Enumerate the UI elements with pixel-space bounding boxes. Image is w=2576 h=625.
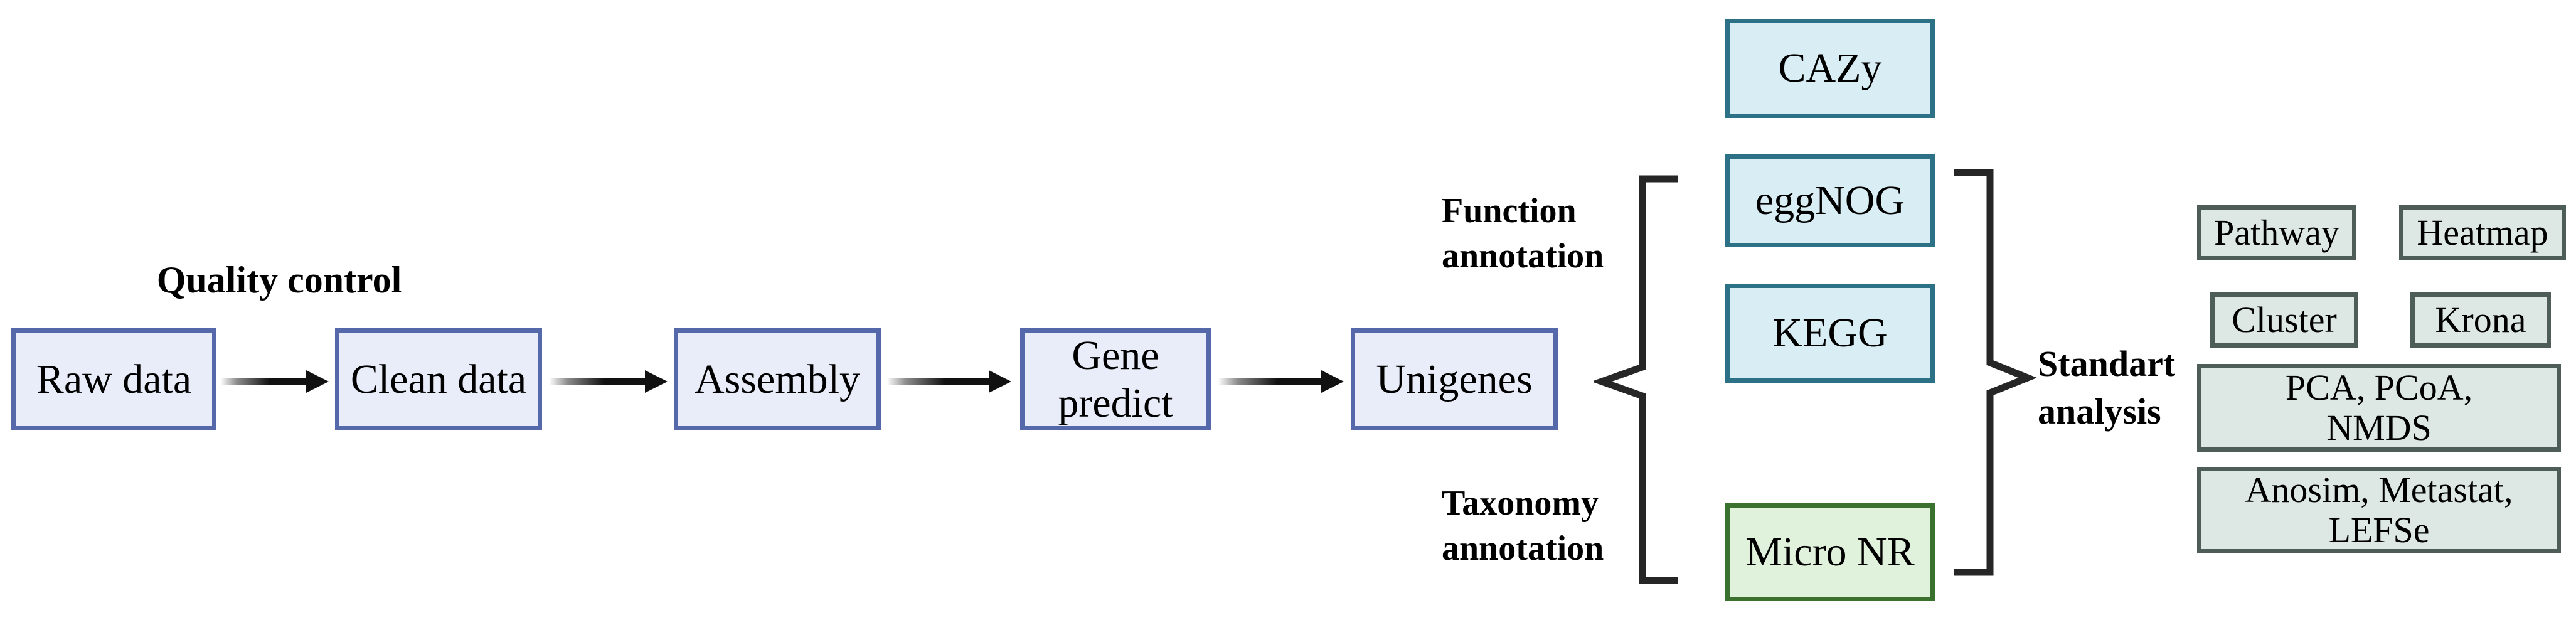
gene-predict-label: Gene predict bbox=[1058, 332, 1173, 426]
micro-nr-label: Micro NR bbox=[1745, 529, 1915, 575]
flow-arrow-icon-3 bbox=[887, 368, 1011, 395]
pathway-box: Pathway bbox=[2197, 205, 2356, 260]
krona-box: Krona bbox=[2410, 292, 2551, 348]
assembly-box: Assembly bbox=[674, 328, 881, 430]
taxonomy-annotation-line2: annotation bbox=[1442, 529, 1604, 568]
arrow-head bbox=[645, 370, 668, 393]
flow-arrow-icon-4 bbox=[1218, 368, 1344, 395]
eggnog-box: eggNOG bbox=[1725, 154, 1935, 247]
arrow-head bbox=[1321, 370, 1344, 393]
unigenes-box: Unigenes bbox=[1351, 328, 1558, 430]
arrow-head bbox=[989, 370, 1011, 393]
arrow-shaft bbox=[887, 378, 993, 385]
cluster-label: Cluster bbox=[2232, 299, 2337, 340]
stats-label-line1: Anosim, Metastat, bbox=[2245, 469, 2513, 510]
standart-analysis-line2: analysis bbox=[2038, 391, 2161, 432]
cazy-box: CAZy bbox=[1725, 19, 1935, 118]
flow-arrow-icon-2 bbox=[550, 368, 668, 395]
right-brace-icon bbox=[1954, 169, 2037, 576]
ordination-box: PCA, PCoA, NMDS bbox=[2197, 364, 2561, 452]
kegg-box: KEGG bbox=[1725, 284, 1935, 383]
flow-arrow-icon-1 bbox=[221, 368, 329, 395]
krona-label: Krona bbox=[2435, 299, 2526, 340]
micro-nr-box: Micro NR bbox=[1725, 503, 1935, 601]
heatmap-box: Heatmap bbox=[2399, 205, 2566, 260]
kegg-label: KEGG bbox=[1772, 310, 1888, 356]
standart-analysis-line1: Standart bbox=[2038, 343, 2176, 384]
arrow-shaft bbox=[550, 378, 649, 385]
arrow-head bbox=[306, 370, 329, 393]
arrow-shaft bbox=[221, 378, 310, 385]
taxonomy-annotation-label: Taxonomy annotation bbox=[1442, 481, 1604, 571]
standart-analysis-label: Standart analysis bbox=[2038, 340, 2175, 435]
left-brace-icon bbox=[1594, 175, 1678, 584]
ordination-label-line1: PCA, PCoA, bbox=[2285, 367, 2473, 408]
raw-data-label: Raw data bbox=[36, 356, 192, 402]
clean-data-label: Clean data bbox=[350, 356, 527, 402]
function-annotation-line2: annotation bbox=[1442, 237, 1604, 275]
clean-data-box: Clean data bbox=[335, 328, 542, 430]
function-annotation-label: Function annotation bbox=[1442, 188, 1604, 279]
gene-predict-box: Gene predict bbox=[1020, 328, 1211, 430]
heatmap-label: Heatmap bbox=[2417, 212, 2548, 253]
quality-control-label: Quality control bbox=[156, 259, 402, 301]
assembly-label: Assembly bbox=[695, 356, 860, 402]
eggnog-label: eggNOG bbox=[1755, 178, 1905, 223]
cluster-box: Cluster bbox=[2210, 292, 2358, 348]
ordination-label-line2: NMDS bbox=[2326, 407, 2432, 448]
arrow-shaft bbox=[1218, 378, 1325, 385]
unigenes-label: Unigenes bbox=[1376, 356, 1533, 402]
raw-data-box: Raw data bbox=[11, 328, 216, 430]
function-annotation-line1: Function bbox=[1442, 191, 1577, 230]
taxonomy-annotation-line1: Taxonomy bbox=[1442, 484, 1599, 523]
pathway-label: Pathway bbox=[2214, 212, 2339, 253]
cazy-label: CAZy bbox=[1778, 45, 1882, 91]
stats-label-line2: LEFSe bbox=[2328, 510, 2430, 550]
stats-box: Anosim, Metastat, LEFSe bbox=[2197, 467, 2561, 553]
